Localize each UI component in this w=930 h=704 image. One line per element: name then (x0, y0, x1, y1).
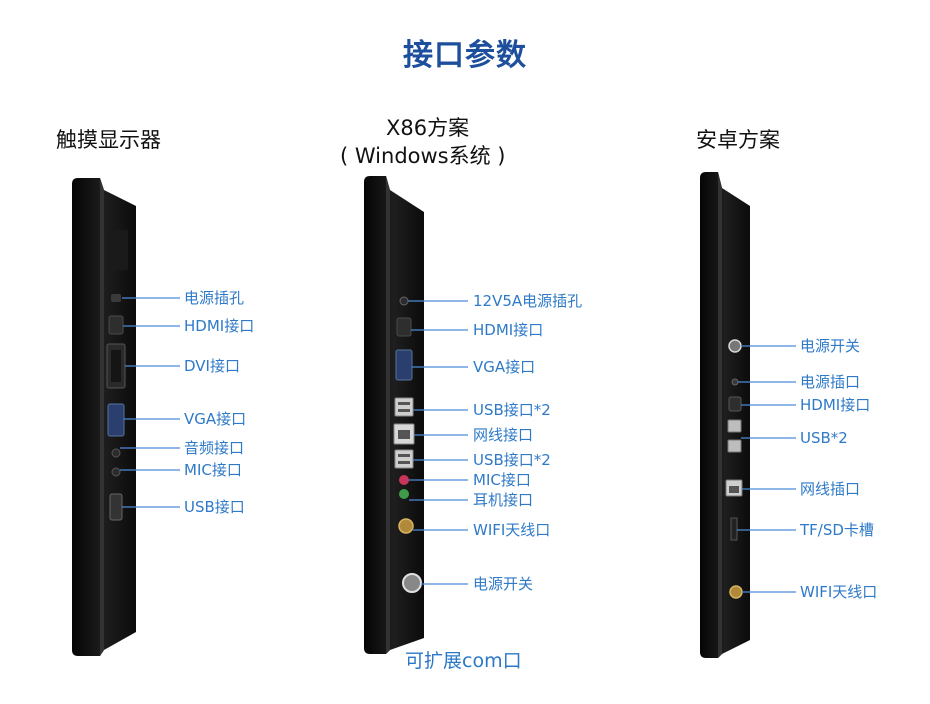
android-port-label: TF/SD卡槽 (800, 521, 874, 539)
x86-port-label: 12V5A电源插孔 (473, 292, 583, 310)
column-title-x86: X86方案 (386, 116, 470, 140)
x86-port-label: 电源开关 (473, 575, 534, 593)
monitor-port-label: 音频接口 (184, 439, 245, 457)
x86-port-label: MIC接口 (473, 471, 531, 489)
page-title: 接口参数 (403, 38, 527, 73)
monitor-port-label: DVI接口 (184, 357, 240, 375)
monitor-port-label: HDMI接口 (184, 317, 255, 335)
x86-port-label: VGA接口 (473, 358, 536, 376)
monitor-port-label: USB接口 (184, 498, 245, 516)
monitor-port-label: MIC接口 (184, 461, 242, 479)
x86-port-label: WIFI天线口 (473, 521, 551, 539)
x86-port-label: 耳机接口 (473, 491, 534, 509)
android-port-label: 电源插口 (800, 373, 861, 391)
android-port-label: HDMI接口 (800, 396, 871, 414)
column-title-monitor: 触摸显示器 (56, 128, 161, 152)
x86-port-label: USB接口*2 (473, 401, 551, 419)
x86-port-label: 网线接口 (473, 426, 534, 444)
column-title-android: 安卓方案 (696, 128, 780, 152)
android-port-label: 电源开关 (800, 337, 861, 355)
x86-port-label: HDMI接口 (473, 321, 544, 339)
monitor-device (72, 178, 136, 656)
callout-lines (120, 297, 796, 593)
android-port-label: 网线插口 (800, 480, 861, 498)
monitor-port-label: 电源插孔 (184, 289, 245, 307)
x86-port-label: USB接口*2 (473, 451, 551, 469)
monitor-port-label: VGA接口 (184, 410, 247, 428)
column-subtitle-x86: ( Windows系统 ) (340, 144, 506, 168)
android-port-label: WIFI天线口 (800, 583, 878, 601)
x86-expansion-note: 可扩展com口 (405, 650, 522, 672)
x86-device (364, 176, 424, 654)
android-device (700, 172, 750, 658)
android-port-label: USB*2 (800, 429, 848, 447)
